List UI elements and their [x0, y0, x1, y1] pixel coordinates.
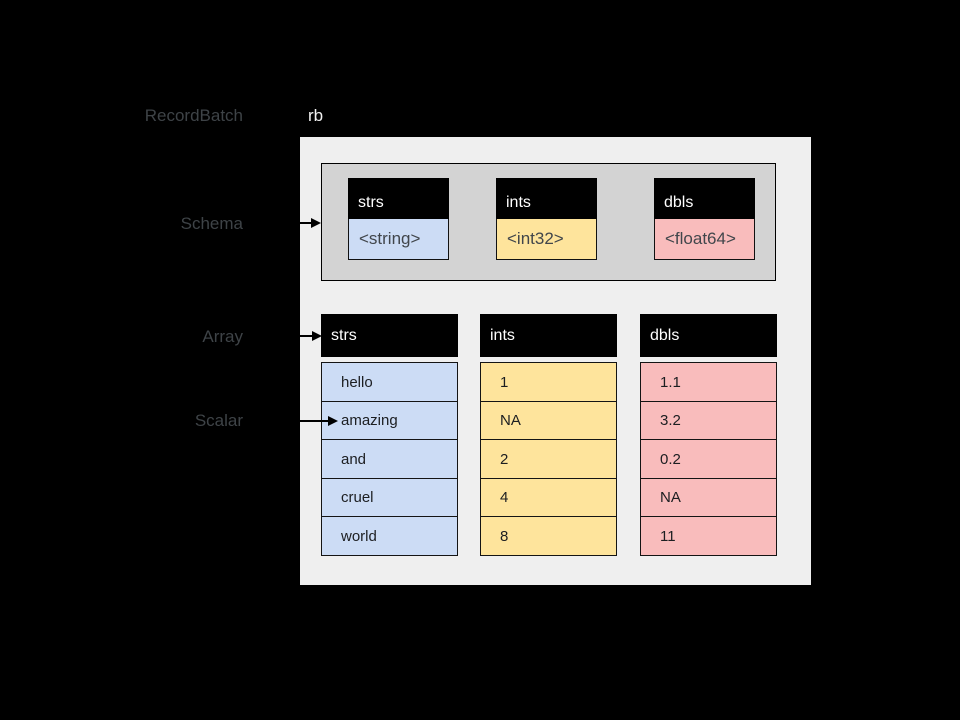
schema-field-type: <string>	[348, 219, 449, 260]
arrowhead-icon	[311, 218, 321, 228]
array-pointer-arrow	[297, 330, 322, 342]
scalar-label: Scalar	[194, 411, 243, 430]
array-cell: 2	[480, 439, 617, 479]
schema-field-name: strs	[348, 178, 449, 219]
array-cell: amazing	[321, 400, 458, 441]
array-cells: 1 NA 2 4 8	[480, 362, 617, 556]
array-cell: 3.2	[640, 400, 777, 441]
recordbatch-instance-name: rb	[308, 106, 324, 125]
arrow-line	[297, 222, 311, 224]
schema-label: Schema	[180, 214, 243, 233]
array-cell: NA	[480, 400, 617, 441]
array-column-dbls: dbls 1.1 3.2 0.2 NA 11	[640, 314, 777, 556]
schema-field-type: <float64>	[654, 219, 755, 260]
array-cell: 1.1	[640, 362, 777, 402]
schema-field-dbls: dbls <float64>	[654, 178, 755, 260]
array-column-strs: strs hello amazing and cruel world	[321, 314, 458, 556]
schema-field-ints: ints <int32>	[496, 178, 597, 260]
array-column-header: strs	[321, 314, 458, 357]
recordbatch-panel: strs <string> ints <int32> dbls <float64…	[300, 137, 811, 585]
arrowhead-icon	[328, 416, 338, 426]
schema-pointer-arrow	[297, 217, 321, 229]
array-cells: hello amazing and cruel world	[321, 362, 458, 556]
array-column-header: dbls	[640, 314, 777, 357]
arrowhead-icon	[312, 331, 322, 341]
schema-field-strs: strs <string>	[348, 178, 449, 260]
array-column-ints: ints 1 NA 2 4 8	[480, 314, 617, 556]
array-cell: hello	[321, 362, 458, 402]
schema-field-type: <int32>	[496, 219, 597, 260]
array-cell: 8	[480, 516, 617, 556]
schema-box: strs <string> ints <int32> dbls <float64…	[321, 163, 776, 281]
array-cell: 4	[480, 477, 617, 518]
array-cell: 11	[640, 516, 777, 556]
schema-field-name: ints	[496, 178, 597, 219]
array-cell: and	[321, 439, 458, 479]
arrow-line	[297, 335, 312, 337]
array-label: Array	[202, 327, 243, 346]
recordbatch-label: RecordBatch	[144, 106, 243, 125]
array-cell: 1	[480, 362, 617, 402]
array-cells: 1.1 3.2 0.2 NA 11	[640, 362, 777, 556]
schema-field-name: dbls	[654, 178, 755, 219]
arrow-line	[297, 420, 328, 422]
scalar-pointer-arrow	[297, 415, 338, 427]
array-cell: cruel	[321, 477, 458, 518]
array-cell: 0.2	[640, 439, 777, 479]
array-cell: NA	[640, 477, 777, 518]
array-column-header: ints	[480, 314, 617, 357]
array-cell: world	[321, 516, 458, 556]
